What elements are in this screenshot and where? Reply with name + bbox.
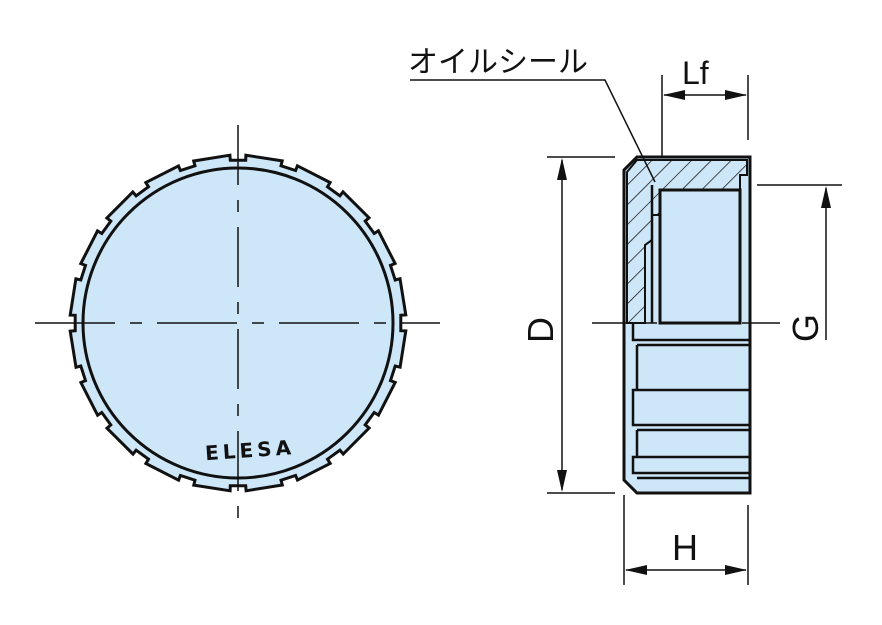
d-label: D xyxy=(520,317,561,343)
cavity xyxy=(658,188,742,325)
side-view xyxy=(592,155,780,495)
oil-seal-label: オイルシール xyxy=(408,45,588,80)
dimensions xyxy=(410,75,842,585)
lf-label: Lf xyxy=(682,55,709,91)
g-label: G xyxy=(785,314,826,342)
h-label: H xyxy=(672,527,698,568)
groove-lines xyxy=(631,323,750,480)
front-view: ELESA xyxy=(35,125,440,525)
